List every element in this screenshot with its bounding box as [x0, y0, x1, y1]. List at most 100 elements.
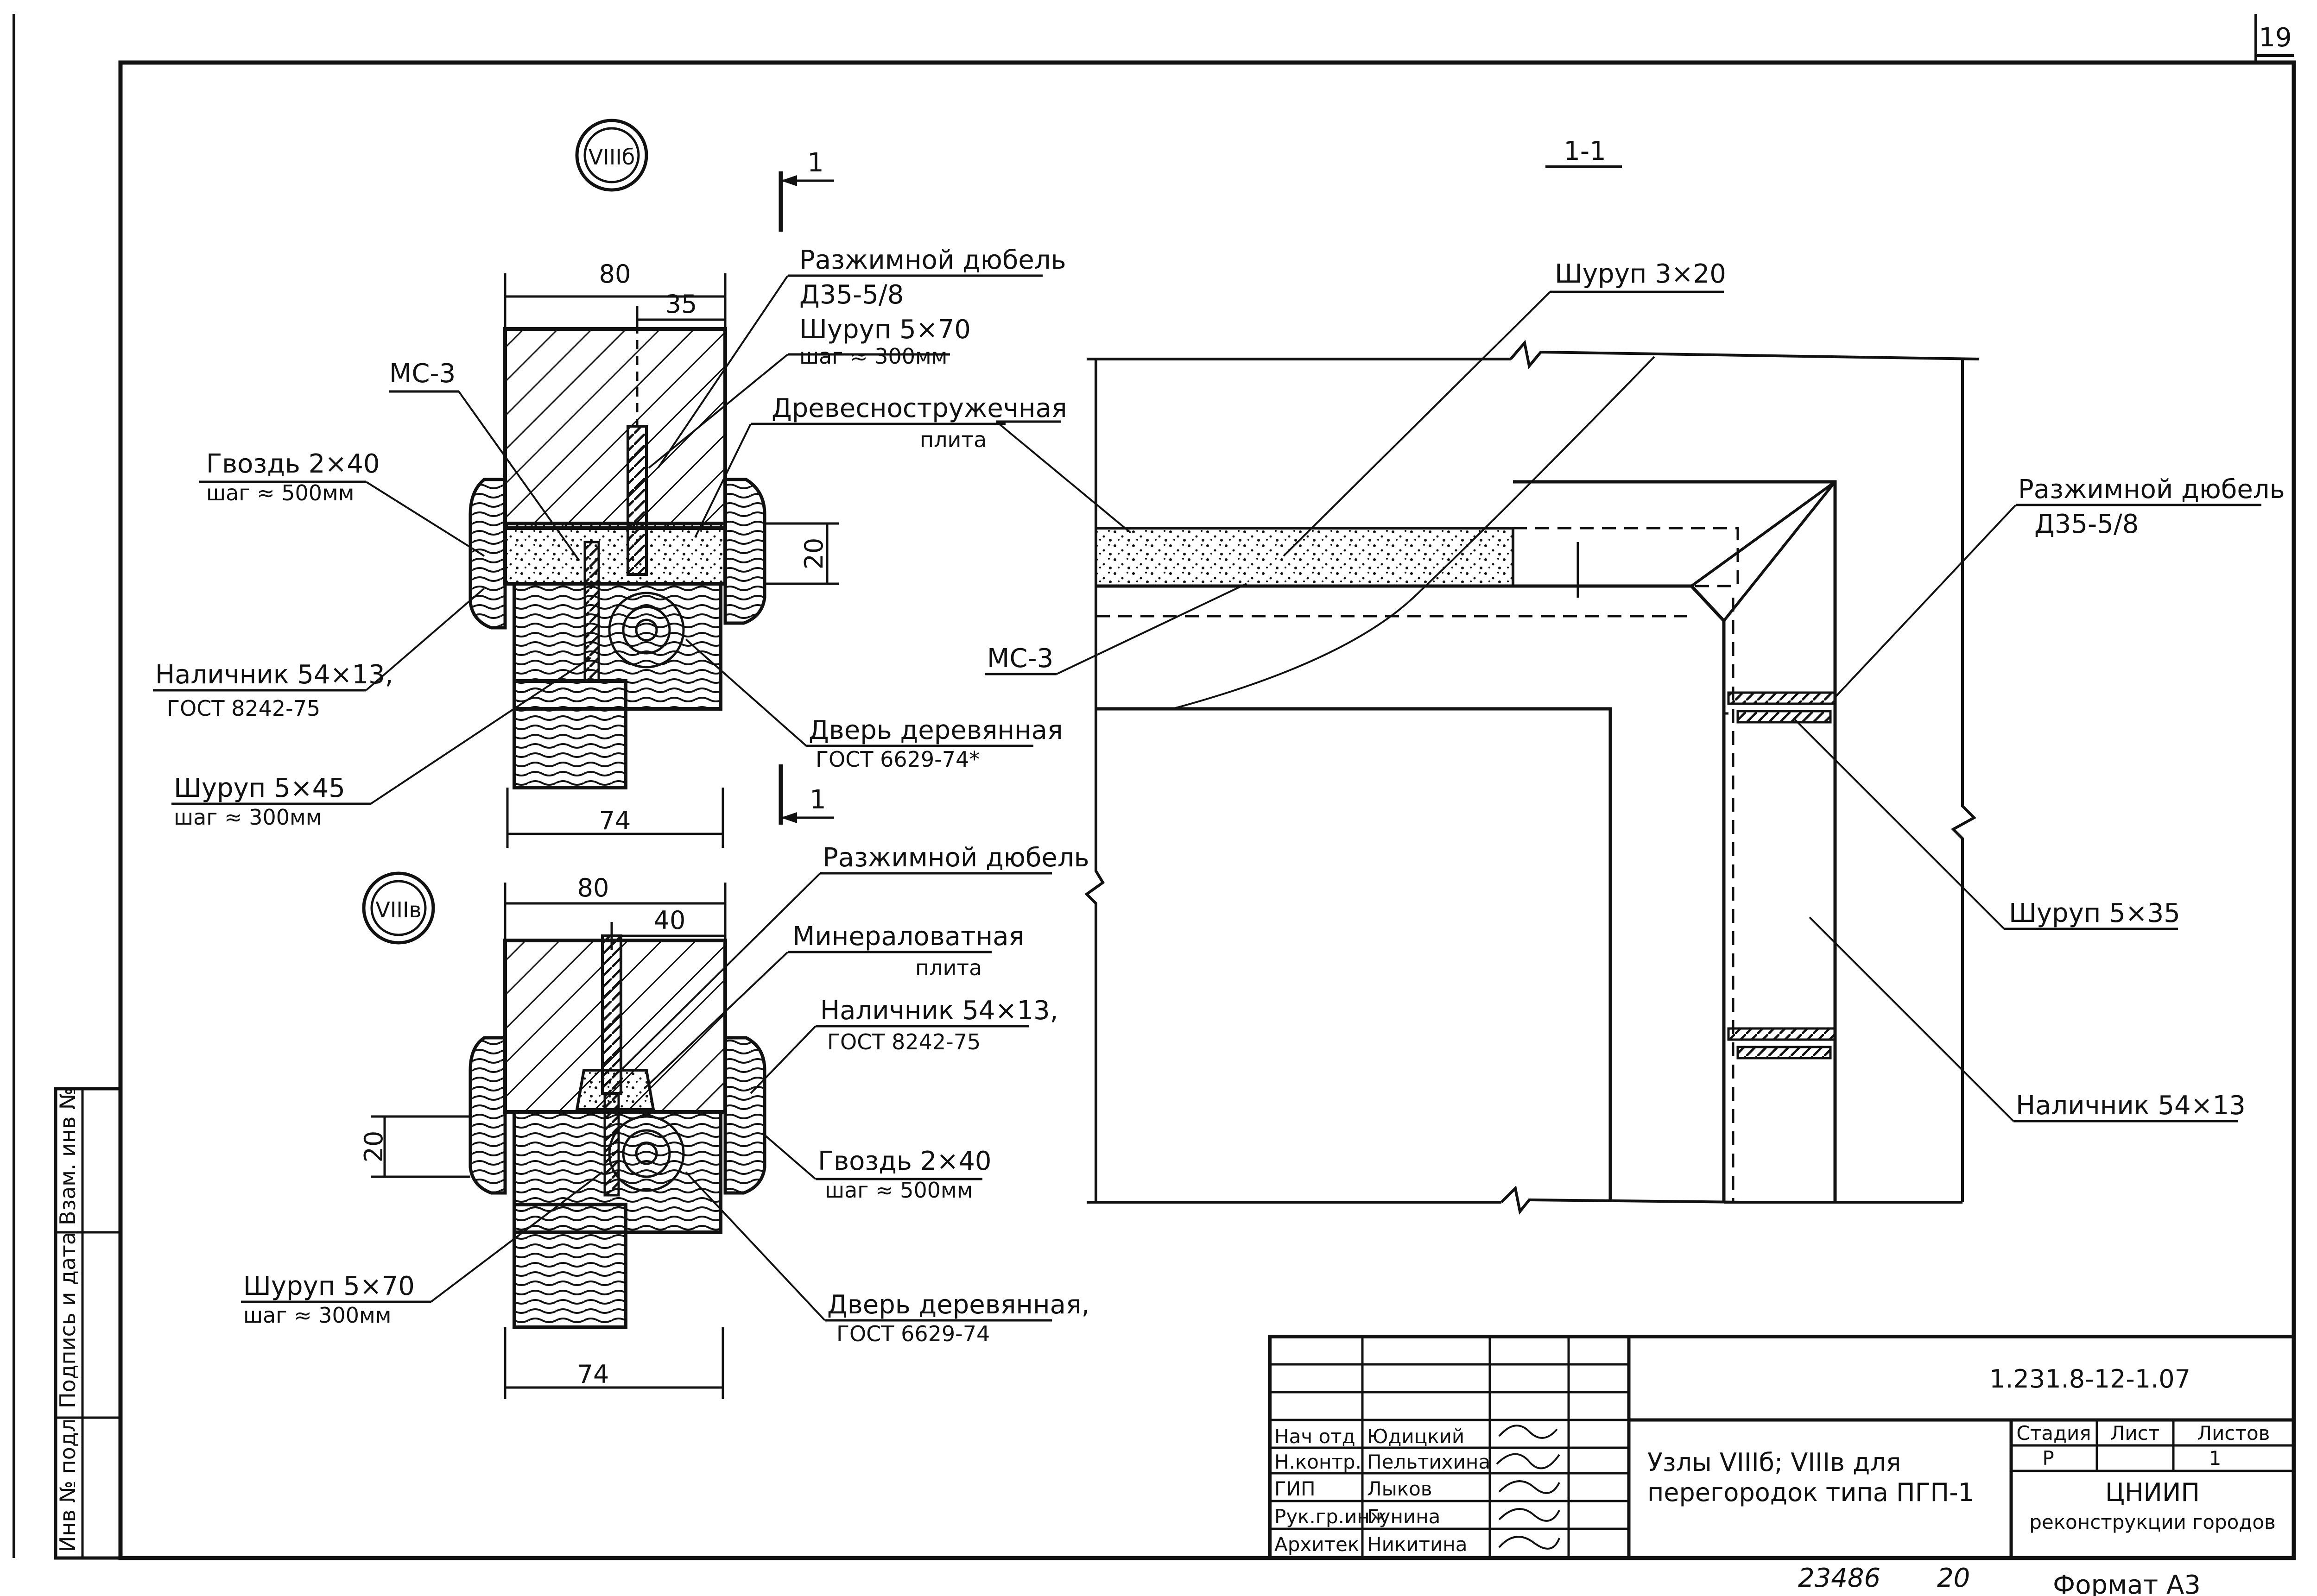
staff-role: ГИП	[1274, 1477, 1316, 1500]
section-mark-bottom	[779, 764, 834, 825]
staff-role: Архитек.	[1274, 1533, 1366, 1556]
node-b-dim-74	[506, 788, 724, 848]
node-v-trim-gost: ГОСТ 8242-75	[827, 1029, 981, 1054]
section-mc3-label: МС-3	[987, 643, 1053, 674]
doc-title-line2: перегородок типа ПГП-1	[1647, 1478, 1974, 1507]
node-b-marker-label: VIIIб	[589, 145, 635, 170]
node-v-dowel	[601, 934, 622, 1095]
stage-header: Стадия	[2016, 1422, 2091, 1445]
section-board	[1095, 527, 1514, 587]
sheet-header: Лист	[2110, 1422, 2159, 1445]
node-b-dowel-spec: Д35-5/8	[799, 280, 904, 310]
node-v-door-leaf	[513, 1203, 627, 1329]
node-v-screw-step: шаг ≈ 300мм	[243, 1303, 391, 1328]
node-v-dim-20-label: 20	[359, 1131, 388, 1163]
node-b-screw2-step: шаг ≈ 300мм	[174, 805, 322, 830]
sheets-header: Листов	[2197, 1422, 2270, 1445]
format-note: Формат А3	[2053, 1570, 2201, 1596]
section-screw-side-label: Шуруп 5×35	[2009, 898, 2180, 928]
node-v-screw-label: Шуруп 5×70	[243, 1271, 415, 1301]
node-v-door-label: Дверь деревянная,	[827, 1290, 1089, 1320]
stamp-vzam-inv: Взам. инв №	[55, 1087, 80, 1225]
node-b-dowel-label: Разжимной дюбель	[799, 245, 1066, 275]
section-mark-top	[779, 171, 834, 232]
staff-name: Пельтихина	[1367, 1451, 1490, 1473]
doc-code: 1.231.8-12-1.07	[1989, 1364, 2190, 1394]
doc-title-line1: Узлы VIIIб; VIIIв для	[1647, 1448, 1901, 1477]
section-dowel-label: Разжимной дюбель	[2018, 474, 2285, 505]
staff-name: Лыков	[1367, 1477, 1432, 1500]
node-v-dim-74	[504, 1327, 724, 1399]
node-b-door-label: Дверь деревянная	[809, 715, 1063, 745]
sheets-value: 1	[2209, 1447, 2222, 1470]
section-screw-top-label: Шуруп 3×20	[1555, 259, 1726, 289]
staff-role: Рук.гр.инж	[1274, 1505, 1387, 1528]
section-door-frame	[1513, 480, 1837, 1202]
node-v-mineral-label2: плита	[915, 955, 982, 980]
node-v-marker	[362, 871, 435, 945]
node-b-marker	[575, 119, 648, 192]
staff-role: Нач отд	[1274, 1425, 1355, 1448]
node-v: VIIIв 80 40 20	[241, 871, 1052, 1399]
node-b-dim-80-label: 80	[599, 259, 631, 289]
node-b-screw-step: шаг ≈ 300мм	[799, 344, 947, 369]
node-b-mc3-label: МС-3	[389, 359, 456, 389]
section-dowel-top	[1727, 691, 1836, 705]
node-v-screw	[603, 1092, 620, 1197]
node-b-screw-label: Шуруп 5×70	[799, 315, 971, 345]
section-1-1	[985, 165, 2261, 1215]
node-b-screw	[583, 541, 600, 682]
node-b-door-gost: ГОСТ 6629-74*	[816, 747, 980, 772]
node-b-panel	[503, 327, 727, 530]
title-block	[1268, 1335, 2296, 1560]
staff-role: Н.контр.	[1274, 1451, 1361, 1473]
node-v-dim-20	[371, 1115, 470, 1178]
stage-value: Р	[2042, 1447, 2054, 1470]
archive-suffix: 20	[1937, 1563, 1970, 1593]
node-b-trim-label: Наличник 54×13,	[155, 660, 393, 690]
staff-name: Гунина	[1367, 1505, 1440, 1528]
node-v-mineral-label: Минераловатная	[792, 921, 1024, 952]
node-b-dim-74-label: 74	[599, 806, 631, 835]
node-b-board-label2: плита	[920, 427, 987, 452]
section-mark-top-label: 1	[807, 148, 824, 178]
node-v-dim-40-label: 40	[654, 906, 686, 935]
node-v-dim-74-label: 74	[577, 1360, 609, 1389]
node-v-dowel-label: Разжимной дюбель	[823, 843, 1089, 873]
node-b-screw2-label: Шуруп 5×45	[174, 773, 345, 803]
archive-number: 23486	[1798, 1563, 1880, 1593]
node-b-trim-right	[723, 478, 766, 625]
sheet-frame	[13, 14, 2296, 1560]
section-title: 1-1	[1564, 136, 1606, 166]
org-line2: реконструкции городов	[2029, 1511, 2276, 1533]
node-b-nail-label: Гвоздь 2×40	[206, 449, 380, 479]
left-stamp	[54, 1087, 122, 1560]
node-v-dim-80-label: 80	[577, 873, 609, 902]
node-b-dowel	[627, 425, 648, 576]
node-b-dim-20-label: 20	[799, 538, 829, 570]
staff-name: Никитина	[1367, 1533, 1468, 1556]
node-b: VIIIб 1 1	[153, 119, 1043, 848]
node-b-dim-35-label: 35	[665, 290, 697, 319]
node-b-door-leaf	[513, 679, 627, 789]
node-b-board-label: Древесностружечная	[772, 393, 1067, 423]
node-v-dim-80	[504, 883, 727, 940]
section-trim-label: Наличник 54×13	[2016, 1091, 2246, 1121]
node-v-door-gost: ГОСТ 6629-74	[836, 1321, 990, 1346]
node-v-trim-label: Наличник 54×13,	[820, 996, 1058, 1026]
org-line1: ЦНИИП	[2105, 1478, 2200, 1507]
node-v-nail-label: Гвоздь 2×40	[818, 1146, 992, 1176]
section-dowel-spec: Д35-5/8	[2034, 509, 2139, 539]
section-break-line	[1172, 356, 1655, 710]
node-b-trim-gost: ГОСТ 8242-75	[167, 696, 320, 721]
stamp-podpis-data: Подпись и дата	[55, 1232, 80, 1408]
node-b-dim-20	[765, 522, 839, 585]
node-b-trim-left	[468, 478, 507, 630]
node-v-leaders	[241, 872, 1052, 1322]
node-v-nail-step: шаг ≈ 500мм	[825, 1178, 973, 1203]
node-v-trim-left	[468, 1036, 507, 1195]
node-v-dim-40	[610, 922, 725, 950]
node-b-dim-35	[636, 306, 725, 334]
section-mark-bottom-label: 1	[810, 785, 826, 815]
